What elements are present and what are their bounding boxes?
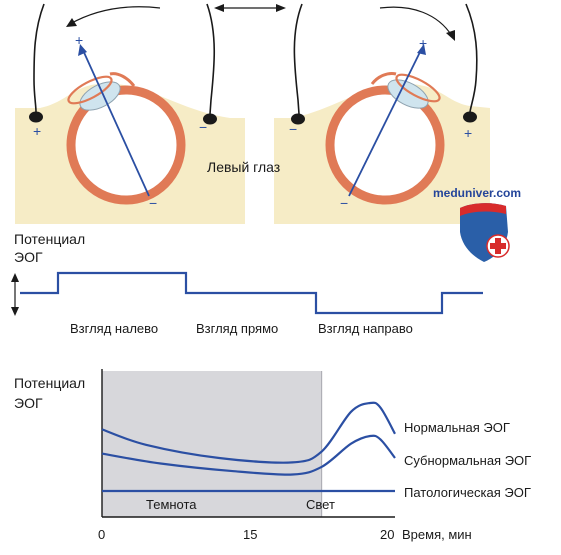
- left-eye-dipole-axis: [81, 47, 150, 197]
- right-eye-plus-upper: +: [419, 35, 428, 51]
- left-eye-lens: [79, 81, 121, 111]
- trace-ylabel-line2: ЭОГ: [14, 249, 43, 265]
- meduniver-shield-icon: [460, 203, 510, 262]
- gaze-switch-arrow: [214, 4, 286, 12]
- right-eye-muscle: [370, 72, 397, 85]
- right-eye-dipole-axis: [348, 47, 423, 197]
- eog-chart: [101, 369, 396, 518]
- left-eye-rotation-arrow: [69, 6, 161, 25]
- right-eye-illustration: [274, 3, 490, 225]
- right-eye-minus-electrode: −: [289, 121, 298, 137]
- right-eye-electrode-right: [463, 111, 477, 123]
- chart-ylabel-line1: Потенциал: [14, 375, 86, 391]
- left-eye-dipole-arrowhead: [78, 44, 87, 56]
- eye-panel-caption: Левый глаз: [207, 159, 281, 175]
- left-eye-muscle: [109, 72, 136, 87]
- left-eye-rotation-arrowhead: [66, 18, 77, 27]
- right-eye-dipole-arrowhead: [417, 44, 426, 55]
- region-label-dark: Темнота: [146, 497, 197, 512]
- eog-step-line: [20, 271, 483, 315]
- right-eye-wire-left: [293, 3, 303, 115]
- trace-phase-label-right: Взгляд направо: [318, 321, 413, 336]
- left-eye-wire-right: [206, 3, 216, 115]
- left-eye-cornea: [67, 75, 113, 105]
- left-eye-electrode-left: [29, 111, 43, 123]
- right-eye-cornea: [395, 73, 441, 103]
- dark-region-band: [102, 371, 322, 517]
- watermark-text: meduniver.com: [433, 186, 522, 200]
- left-eye-illustration: [15, 3, 245, 224]
- series-label-pathological: Патологическая ЭОГ: [404, 485, 531, 500]
- series-label-normal: Нормальная ЭОГ: [404, 420, 510, 435]
- left-eye-minus-lower: −: [149, 195, 158, 211]
- right-eye-rotation-arrowhead: [446, 30, 455, 41]
- x-tick-0: 0: [98, 527, 106, 542]
- x-tick-20: 20: [380, 527, 395, 542]
- series-label-subnormal: Субнормальная ЭОГ: [404, 453, 532, 468]
- series-subnormal-curve: [101, 434, 396, 476]
- right-eye-rotation-arrow: [379, 6, 453, 37]
- trace-phase-label-center: Взгляд прямо: [196, 321, 279, 336]
- right-eye-plus-electrode: +: [464, 125, 473, 141]
- region-label-light: Свет: [306, 497, 335, 512]
- right-eye-minus-lower: −: [340, 195, 349, 211]
- trace-phase-label-left: Взгляд налево: [70, 321, 159, 336]
- left-eye-plus-upper: +: [75, 32, 84, 48]
- series-normal-curve: [101, 401, 396, 464]
- left-eye-plus-electrode: +: [33, 123, 42, 139]
- trace-ylabel-line1: Потенциал: [14, 231, 86, 247]
- chart-xlabel: Время, мин: [402, 527, 472, 542]
- x-tick-15: 15: [243, 527, 258, 542]
- left-eye-electrode-right: [203, 113, 217, 125]
- eog-trace-amplitude-arrow: [11, 273, 19, 316]
- right-eye-lens: [387, 79, 429, 109]
- right-eye-sclera: [325, 85, 445, 205]
- left-eye-minus-electrode: −: [199, 119, 208, 135]
- eog-trace: [11, 271, 483, 316]
- left-eye-wire-left: [33, 3, 45, 113]
- chart-ylabel-line2: ЭОГ: [14, 395, 43, 411]
- right-eye-wire-right: [465, 3, 478, 113]
- right-eye-electrode-left: [291, 113, 305, 125]
